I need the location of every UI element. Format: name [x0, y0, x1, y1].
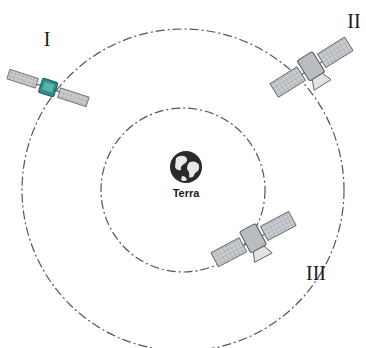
earth-globe: [170, 151, 202, 183]
inner-orbit: [101, 108, 265, 272]
outer-orbit: [22, 29, 344, 348]
satellite-ii: [267, 33, 360, 108]
satellite-label: III: [306, 262, 326, 285]
satellite-label: II: [347, 10, 360, 33]
earth-label: Terra: [173, 187, 200, 199]
satellite-iii: [209, 207, 303, 278]
satellite-i: [6, 67, 91, 107]
satellite-label: I: [44, 28, 51, 51]
